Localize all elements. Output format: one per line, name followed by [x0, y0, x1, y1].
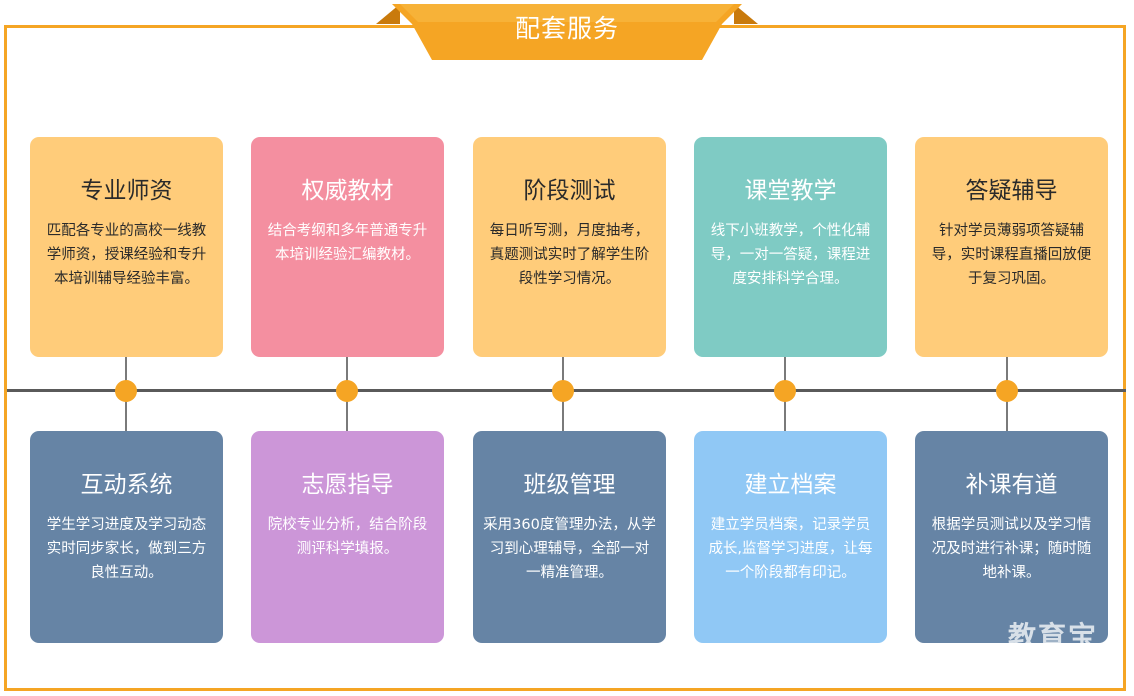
- watermark-logo: 教育宝 JIAOYUBAO.CN: [988, 622, 1118, 666]
- card-description: 学生学习进度及学习动态实时同步家长，做到三方良性互动。: [46, 517, 207, 581]
- card-title: 权威教材: [301, 178, 394, 204]
- page-title: 配套服务: [514, 14, 619, 43]
- card-title: 专业师资: [80, 178, 173, 204]
- card-description: 匹配各专业的高校一线教学师资，授课经验和专升本培训辅导经验丰富。: [46, 223, 207, 287]
- service-card-tutoring: 答疑辅导 针对学员薄弱项答疑辅导，实时课程直播回放便于复习巩固。: [915, 137, 1108, 357]
- timeline-node: [115, 380, 137, 402]
- card-description: 结合考纲和多年普通专升本培训经验汇编教材。: [267, 223, 428, 263]
- card-title: 答疑辅导: [965, 178, 1058, 204]
- watermark-url: JIAOYUBAO.CN: [1011, 653, 1095, 664]
- service-card-class-management: 班级管理 采用360度管理办法，从学习到心理辅导，全部一对一精准管理。: [473, 431, 666, 643]
- card-description: 线下小班教学，个性化辅导，一对一答疑，课程进度安排科学合理。: [710, 223, 871, 287]
- card-description: 院校专业分析，结合阶段测评科学填报。: [267, 517, 428, 557]
- card-description: 针对学员薄弱项答疑辅导，实时课程直播回放便于复习巩固。: [931, 223, 1092, 287]
- watermark-text: 教育宝: [1007, 620, 1098, 653]
- service-card-faculty: 专业师资 匹配各专业的高校一线教学师资，授课经验和专升本培训辅导经验丰富。: [30, 137, 223, 357]
- card-title: 互动系统: [80, 472, 173, 498]
- card-title: 班级管理: [523, 472, 616, 498]
- card-title: 补课有道: [965, 472, 1058, 498]
- card-description: 建立学员档案，记录学员成长,监督学习进度，让每一个阶段都有印记。: [708, 517, 873, 581]
- service-card-textbooks: 权威教材 结合考纲和多年普通专升本培训经验汇编教材。: [251, 137, 444, 357]
- timeline-node: [774, 380, 796, 402]
- service-card-stage-tests: 阶段测试 每日听写测，月度抽考，真题测试实时了解学生阶段性学习情况。: [473, 137, 666, 357]
- service-card-admission-guidance: 志愿指导 院校专业分析，结合阶段测评科学填报。: [251, 431, 444, 643]
- service-card-classroom: 课堂教学 线下小班教学，个性化辅导，一对一答疑，课程进度安排科学合理。: [694, 137, 887, 357]
- card-description: 根据学员测试以及学习情况及时进行补课；随时随地补课。: [931, 517, 1092, 581]
- timeline-node: [336, 380, 358, 402]
- card-title: 志愿指导: [301, 472, 394, 498]
- card-description: 每日听写测，月度抽考，真题测试实时了解学生阶段性学习情况。: [489, 223, 650, 287]
- card-title: 建立档案: [744, 472, 837, 498]
- title-ribbon: [376, 4, 758, 60]
- service-card-records: 建立档案 建立学员档案，记录学员成长,监督学习进度，让每一个阶段都有印记。: [694, 431, 887, 643]
- service-card-makeup-classes: 补课有道 根据学员测试以及学习情况及时进行补课；随时随地补课。: [915, 431, 1108, 643]
- card-title: 阶段测试: [523, 178, 616, 204]
- timeline-node: [552, 380, 574, 402]
- service-card-interaction: 互动系统 学生学习进度及学习动态实时同步家长，做到三方良性互动。: [30, 431, 223, 643]
- card-description: 采用360度管理办法，从学习到心理辅导，全部一对一精准管理。: [483, 517, 656, 581]
- card-title: 课堂教学: [744, 178, 837, 204]
- timeline-node: [996, 380, 1018, 402]
